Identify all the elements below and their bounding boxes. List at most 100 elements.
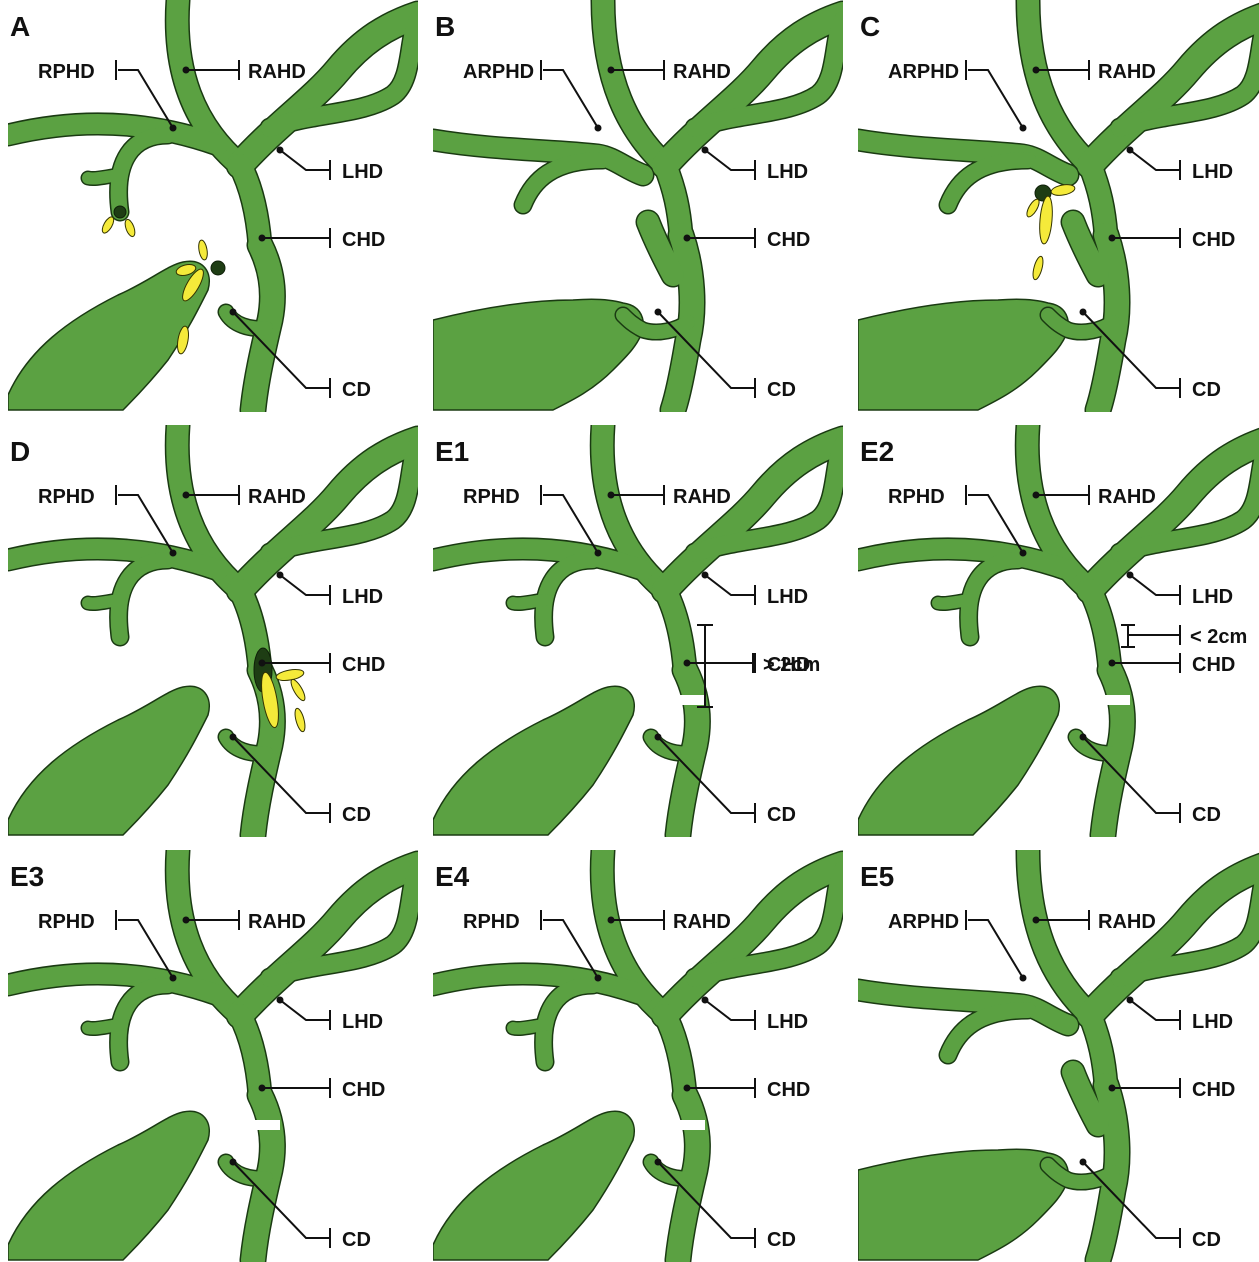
leader-line bbox=[705, 575, 755, 595]
leader-line bbox=[968, 920, 1023, 978]
leader-dot bbox=[230, 1159, 237, 1166]
duct-label: ARPHD bbox=[888, 61, 959, 83]
leader-dot bbox=[702, 147, 709, 154]
duct-label: CD bbox=[342, 1229, 371, 1251]
duct-label: RPHD bbox=[463, 911, 520, 933]
duct-label: RPHD bbox=[38, 486, 95, 508]
duct-label: LHD bbox=[342, 586, 383, 608]
panel-letter: E1 bbox=[435, 436, 469, 467]
measure-label: > 2cm bbox=[763, 654, 820, 676]
panel-letter: D bbox=[10, 436, 30, 467]
duct-label: LHD bbox=[1192, 586, 1233, 608]
duct-label: CD bbox=[1192, 804, 1221, 826]
leader-dot bbox=[608, 67, 615, 74]
duct-label: RAHD bbox=[248, 61, 306, 83]
duct-label: CHD bbox=[767, 229, 810, 251]
panel-letter: C bbox=[860, 11, 880, 42]
leak-site bbox=[114, 206, 126, 218]
leader-dot bbox=[655, 734, 662, 741]
leader-dot bbox=[277, 997, 284, 1004]
leader-dot bbox=[684, 1085, 691, 1092]
leader-line bbox=[1130, 575, 1180, 595]
duct-label: RPHD bbox=[38, 61, 95, 83]
leader-line bbox=[280, 150, 330, 170]
leader-dot bbox=[1020, 550, 1027, 557]
leader-dot bbox=[183, 917, 190, 924]
leader-dot bbox=[277, 147, 284, 154]
duct-label: ARPHD bbox=[888, 911, 959, 933]
duct-label: CD bbox=[767, 804, 796, 826]
leader-dot bbox=[655, 309, 662, 316]
leader-dot bbox=[230, 734, 237, 741]
leader-line bbox=[280, 1000, 330, 1020]
duct-label: LHD bbox=[342, 161, 383, 183]
duct-label: RAHD bbox=[248, 486, 306, 508]
leader-dot bbox=[1109, 1085, 1116, 1092]
leader-dot bbox=[183, 67, 190, 74]
leader-dot bbox=[259, 235, 266, 242]
panel-e4: E4RPHDRAHDLHDCHDCD bbox=[433, 850, 843, 1262]
bile-drop bbox=[197, 239, 208, 260]
panel-b: BARPHDRAHDLHDCHDCD bbox=[433, 0, 843, 412]
leader-line bbox=[705, 1000, 755, 1020]
duct-label: RAHD bbox=[1098, 911, 1156, 933]
duct-label: RAHD bbox=[673, 911, 731, 933]
duct-label: CD bbox=[1192, 379, 1221, 401]
duct-label: RAHD bbox=[1098, 486, 1156, 508]
stricture bbox=[240, 1120, 280, 1130]
leader-dot bbox=[1033, 67, 1040, 74]
duct-label: LHD bbox=[767, 586, 808, 608]
leader-dot bbox=[230, 309, 237, 316]
bile-drop bbox=[289, 678, 308, 703]
panel-a: ARPHDRAHDLHDCHDCD bbox=[8, 0, 418, 412]
leader-dot bbox=[1109, 235, 1116, 242]
duct-label: LHD bbox=[767, 1011, 808, 1033]
measure-bracket: > 2cm bbox=[697, 625, 820, 707]
bile-drop bbox=[100, 215, 116, 235]
leader-dot bbox=[684, 660, 691, 667]
panel-letter: E3 bbox=[10, 861, 44, 892]
duct-label: LHD bbox=[1192, 161, 1233, 183]
duct-label: CHD bbox=[342, 1079, 385, 1101]
leader-dot bbox=[595, 975, 602, 982]
duct-label: RAHD bbox=[248, 911, 306, 933]
stricture bbox=[1090, 695, 1130, 705]
duct-label: ARPHD bbox=[463, 61, 534, 83]
leader-dot bbox=[259, 660, 266, 667]
duct-label: RAHD bbox=[673, 486, 731, 508]
measure-bracket: < 2cm bbox=[1121, 625, 1247, 648]
duct-label: CHD bbox=[1192, 1079, 1235, 1101]
bile-drop bbox=[1050, 183, 1075, 197]
panel-letter: A bbox=[10, 11, 30, 42]
panel-letter: B bbox=[435, 11, 455, 42]
bile-drop bbox=[1025, 197, 1042, 218]
duct-label: LHD bbox=[767, 161, 808, 183]
leader-line bbox=[1130, 150, 1180, 170]
duct-label: RPHD bbox=[463, 486, 520, 508]
leader-line bbox=[1130, 1000, 1180, 1020]
duct-label: CD bbox=[1192, 1229, 1221, 1251]
bile-drop bbox=[1038, 196, 1054, 245]
leader-dot bbox=[1033, 917, 1040, 924]
leader-dot bbox=[277, 572, 284, 579]
leader-dot bbox=[595, 125, 602, 132]
duct-label: CHD bbox=[342, 229, 385, 251]
duct-label: CHD bbox=[1192, 654, 1235, 676]
bile-drop bbox=[123, 218, 137, 238]
leader-line bbox=[705, 150, 755, 170]
duct-label: CD bbox=[342, 804, 371, 826]
leader-dot bbox=[1080, 1159, 1087, 1166]
bile-drop bbox=[275, 668, 304, 683]
leader-dot bbox=[608, 917, 615, 924]
leak-site bbox=[211, 261, 225, 275]
duct-label: CD bbox=[767, 379, 796, 401]
leader-dot bbox=[1127, 572, 1134, 579]
bile-drop bbox=[293, 707, 307, 732]
leader-line bbox=[543, 70, 598, 128]
leader-dot bbox=[1080, 309, 1087, 316]
